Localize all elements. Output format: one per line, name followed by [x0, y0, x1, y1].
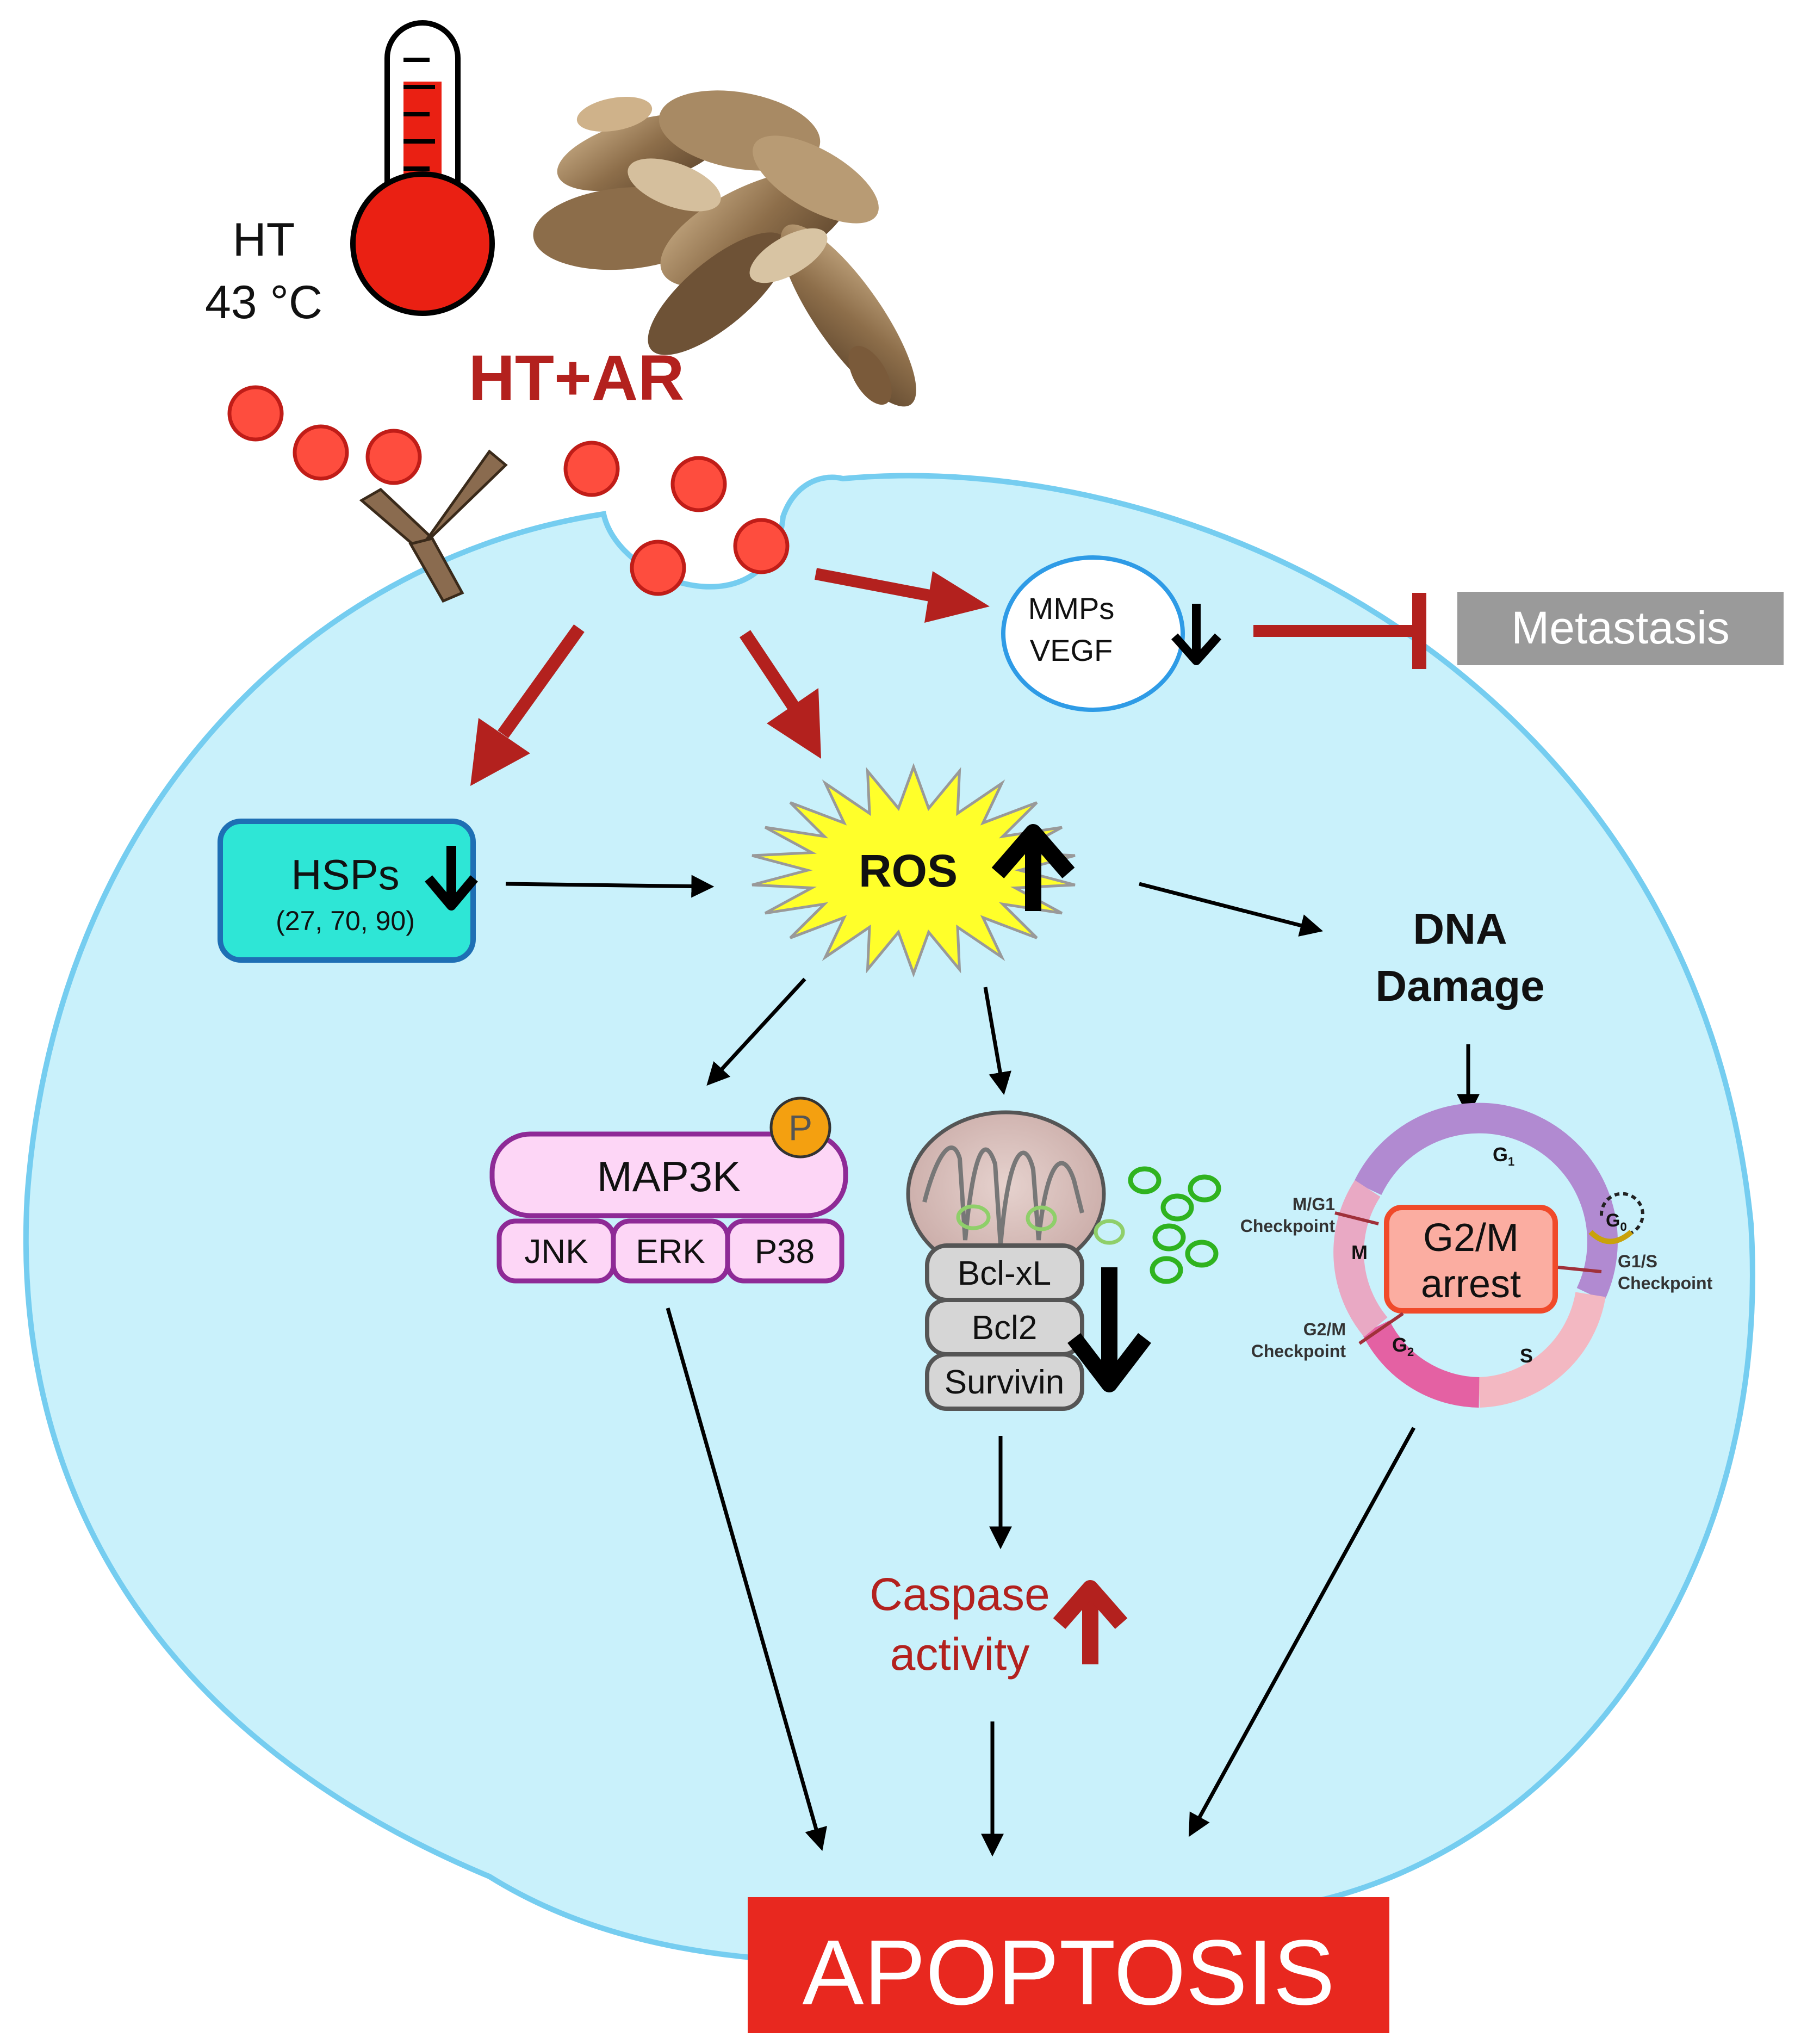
phase-m-label: M [1351, 1241, 1368, 1263]
phase-g2-arc [1362, 1320, 1480, 1408]
arrow-head [470, 718, 530, 786]
down-arrow-icon [425, 846, 478, 910]
protein-label-bcl2: Bcl2 [972, 1309, 1038, 1347]
metastasis-node: Metastasis [1457, 592, 1784, 665]
particles [227, 385, 790, 596]
red-arrows [470, 568, 1426, 786]
g2m-arrest-box [1384, 1205, 1558, 1314]
receptor-icon [359, 449, 508, 603]
checkpoint-g2m-label-b: Checkpoint [1251, 1341, 1346, 1361]
dna-label-line2: Damage [1375, 962, 1544, 1010]
kinase-label-jnk: JNK [524, 1233, 588, 1271]
particle [227, 385, 284, 442]
kinase-box-p38 [725, 1218, 844, 1284]
dna-label-line1: DNA [1413, 905, 1507, 953]
ht-label: HT [233, 214, 295, 266]
vegf-label: VEGF [1030, 633, 1113, 667]
caspase-label-line1: Caspase [870, 1569, 1050, 1620]
metastasis-label: Metastasis [1511, 602, 1729, 653]
arrow-head [924, 571, 990, 623]
particle [670, 456, 727, 512]
kinase-label-erk: ERK [636, 1233, 705, 1271]
apoptosis-label: APOPTOSIS [802, 1921, 1334, 2024]
combo-label: HT+AR [469, 342, 685, 414]
arrest-label-line1: G2/M [1423, 1216, 1519, 1260]
arrow-head [767, 688, 821, 759]
particle [293, 424, 349, 481]
protein-label-bclxl: Bcl-xL [958, 1255, 1051, 1292]
protein-box-survivin [925, 1352, 1084, 1411]
herbal-root-icon [533, 90, 916, 407]
arrow-ros-mapk [706, 977, 806, 1086]
bcl-stack: Bcl-xL Bcl2 Survivin [925, 1243, 1151, 1411]
arrest-label-line2: arrest [1421, 1262, 1521, 1306]
phospho-badge [769, 1097, 831, 1159]
particle [365, 429, 422, 485]
g0-loop-icon [1599, 1192, 1644, 1236]
kinase-label-p38: P38 [755, 1233, 815, 1271]
particle [733, 518, 790, 574]
cell-cycle-node: G0 G2/M arrest G1 M G2 S M/G1 Checkpoint… [1240, 1102, 1713, 1408]
arrow-ros-dna [1139, 882, 1324, 937]
phase-g2-label: G2 [1392, 1334, 1414, 1359]
phospho-label: P [788, 1107, 812, 1148]
particle [630, 540, 686, 596]
hsps-node: HSPs (27, 70, 90) [218, 819, 478, 963]
apoptosis-node: APOPTOSIS [748, 1897, 1389, 2033]
arrow-hsps-ros [505, 875, 715, 898]
caspase-label-line2: activity [890, 1628, 1030, 1680]
arrow-ros-mito [983, 987, 1011, 1095]
thermometer-icon [350, 20, 495, 316]
ros-label: ROS [859, 845, 958, 896]
g0-label: G0 [1606, 1210, 1627, 1234]
phase-g1-label: G1 [1493, 1143, 1514, 1168]
phase-g1-arc [1353, 1102, 1618, 1301]
down-arrow-icon [1067, 1267, 1151, 1392]
caspase-node: Caspase activity [870, 1569, 1128, 1680]
checkpoint-g2m-label-a: G2/M [1303, 1320, 1346, 1339]
checkpoint-g1s-label-a: G1/S [1618, 1252, 1657, 1271]
phase-s-label: S [1520, 1345, 1533, 1367]
hsps-label: HSPs [291, 851, 399, 899]
mmps-label: MMPs [1028, 591, 1115, 625]
arrow-mapk-apoptosis [666, 1308, 827, 1851]
mitochondrion-node [906, 1110, 1125, 1278]
protein-label-survivin: Survivin [945, 1364, 1065, 1401]
up-arrow-icon [1053, 1580, 1128, 1664]
dna-damage-node: DNA Damage [1375, 905, 1544, 1010]
arrow-cycle-apoptosis [1188, 1427, 1416, 1837]
checkpoint-mg1-label-a: M/G1 [1293, 1194, 1335, 1214]
mapk-label: MAP3K [597, 1153, 741, 1200]
stimulus-group: HT 43 °C [205, 20, 916, 414]
hsps-sub-label: (27, 70, 90) [276, 906, 415, 936]
phase-m-arc [1333, 1180, 1388, 1337]
down-arrow-icon [1171, 604, 1221, 665]
mapk-node: MAP3K P JNK ERK P38 [489, 1097, 848, 1284]
black-arrows [505, 875, 1480, 1857]
checkpoint-g1s-label-b: Checkpoint [1618, 1273, 1713, 1293]
ht-temp-label: 43 °C [205, 276, 322, 329]
cytochrome-vesicles [1128, 1166, 1221, 1284]
phase-s-arc [1478, 1291, 1606, 1408]
up-arrow-icon [991, 824, 1075, 911]
checkpoint-mg1-label-b: Checkpoint [1240, 1216, 1336, 1236]
ros-node: ROS [752, 763, 1076, 978]
mmps-vegf-node: MMPs VEGF [1001, 555, 1221, 712]
particle [563, 441, 620, 497]
